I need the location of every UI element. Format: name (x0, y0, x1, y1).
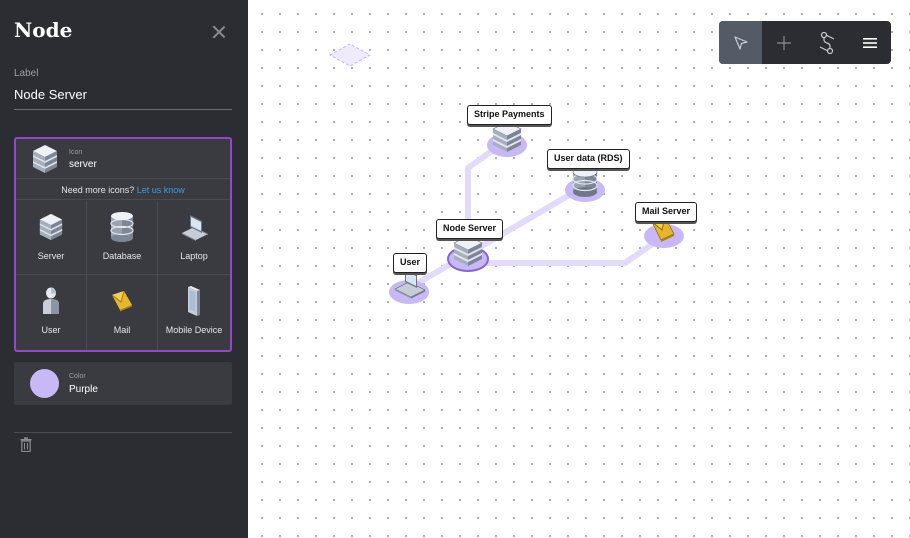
icon-option-server[interactable]: Server (16, 201, 87, 275)
trash-icon[interactable] (20, 437, 32, 452)
database-icon (110, 212, 134, 242)
icon-option-label: Mail (113, 325, 131, 335)
mail-icon (111, 290, 132, 312)
server-icon (39, 213, 63, 241)
icon-caption: Icon (69, 149, 83, 156)
properties-sidebar: Node Label Icon server (0, 0, 248, 538)
icon-option-mail[interactable]: Mail (87, 275, 158, 350)
color-value: Purple (69, 384, 98, 395)
icon-grid: Server Database (16, 201, 230, 350)
more-icons-row: Need more icons? Let us know (16, 180, 230, 200)
node-mail-server[interactable] (644, 216, 684, 248)
selected-icon-row[interactable]: Icon server (16, 139, 230, 179)
node-label[interactable]: Node Server (436, 219, 504, 239)
icon-option-label: User (41, 325, 61, 335)
node-label[interactable]: Mail Server (635, 202, 698, 222)
color-caption: Color (69, 373, 86, 380)
icon-value: server (69, 159, 97, 170)
connection-line (465, 183, 588, 257)
node-user[interactable] (389, 268, 429, 304)
icon-option-mobile-device[interactable]: Mobile Device (158, 275, 230, 350)
server-icon (33, 145, 57, 173)
add-node-button[interactable] (762, 21, 805, 64)
menu-button[interactable] (848, 21, 891, 64)
plus-icon (776, 35, 791, 50)
node-label[interactable]: User (393, 253, 428, 273)
icon-option-laptop[interactable]: Laptop (158, 201, 230, 275)
more-icons-text: Need more icons? (61, 185, 135, 195)
label-input[interactable] (14, 86, 232, 110)
user-icon (43, 287, 59, 314)
panel-title: Node (14, 18, 73, 42)
laptop-icon (182, 215, 208, 241)
icon-option-label: Server (37, 251, 65, 261)
node-stripe-payments[interactable] (487, 121, 527, 157)
cursor-icon (733, 35, 748, 50)
icon-option-database[interactable]: Database (87, 201, 158, 275)
node-user-data-rds[interactable] (565, 166, 605, 202)
let-us-know-link[interactable]: Let us know (136, 185, 185, 195)
node-label[interactable]: Stripe Payments (467, 105, 552, 125)
hamburger-menu-icon (862, 37, 877, 48)
canvas-toolbar (719, 21, 891, 64)
mobile-device-icon (188, 286, 200, 316)
diagram-canvas[interactable]: Stripe Payments User data (RDS) Mail Ser… (248, 0, 910, 538)
select-tool-button[interactable] (719, 21, 762, 64)
connect-tool-button[interactable] (805, 21, 848, 64)
icon-option-label: Mobile Device (165, 325, 223, 335)
icon-option-user[interactable]: User (16, 275, 87, 350)
icon-option-label: Database (102, 251, 142, 261)
label-field-caption: Label (14, 68, 39, 79)
divider (14, 432, 232, 433)
color-swatch (30, 369, 59, 398)
diagram-svg (328, 43, 684, 304)
icon-option-label: Laptop (180, 251, 208, 261)
connection-icon (819, 31, 834, 54)
color-picker[interactable]: Color Purple (14, 362, 232, 405)
node-label[interactable]: User data (RDS) (547, 149, 630, 169)
close-icon[interactable] (211, 24, 227, 40)
icon-picker: Icon server Need more icons? Let us know (14, 137, 232, 352)
drop-placeholder (328, 43, 372, 67)
node-node-server[interactable] (447, 235, 489, 272)
